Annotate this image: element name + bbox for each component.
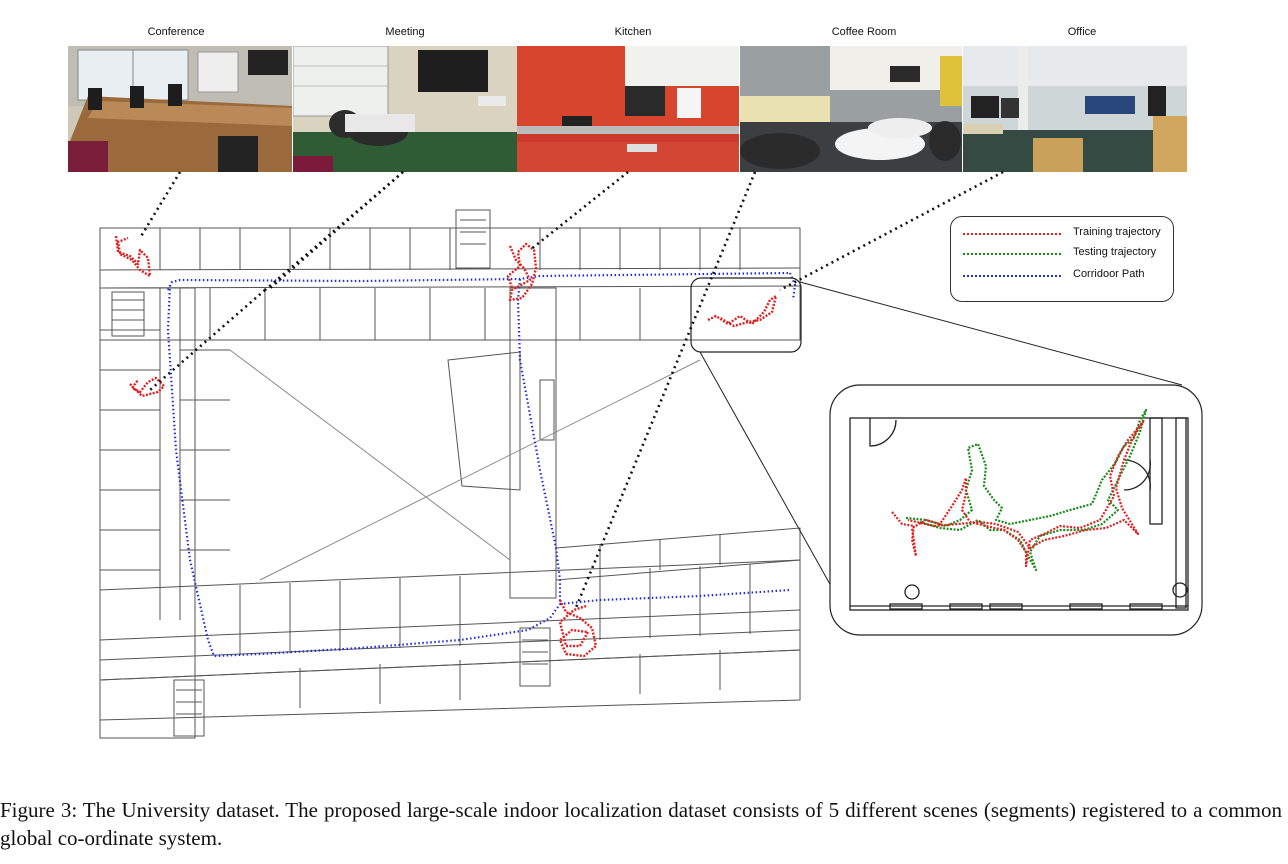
legend-item-training: Training trajectory <box>963 226 1168 242</box>
scene-label-coffee-room: Coffee Room <box>831 26 897 38</box>
legend-swatch-testing <box>963 253 1061 255</box>
office-highlight-box <box>690 277 802 353</box>
meeting-photo <box>293 46 517 172</box>
legend-label-training: Training trajectory <box>1073 226 1161 238</box>
inset-testing-trajectory <box>905 408 1148 572</box>
scene-leader-lines <box>138 170 1004 611</box>
legend-label-corridor: Corridoor Path <box>1073 268 1145 280</box>
legend-item-testing: Testing trajectory <box>963 246 1168 262</box>
scene-label-office: Office <box>1067 26 1097 38</box>
zoom-connector-bottom <box>699 351 851 621</box>
kitchen-photo <box>517 46 739 172</box>
legend: Training trajectory Testing trajectory C… <box>950 216 1174 302</box>
legend-swatch-corridor <box>963 275 1061 277</box>
zoom-inset <box>829 384 1203 636</box>
floorplan <box>99 209 801 739</box>
figure-caption: Figure 3: The University dataset. The pr… <box>0 798 1282 850</box>
scene-label-kitchen: Kitchen <box>614 26 652 38</box>
legend-label-testing: Testing trajectory <box>1073 246 1157 258</box>
conference-photo <box>68 46 292 172</box>
scene-label-conference: Conference <box>147 26 205 38</box>
floorplan-figure <box>99 170 1203 739</box>
inset-training-trajectory <box>891 418 1146 568</box>
scene-label-meeting: Meeting <box>385 26 425 38</box>
zoom-connector-top <box>799 281 1183 386</box>
office-photo <box>963 46 1187 172</box>
legend-swatch-training <box>963 233 1061 235</box>
training-trajectories <box>114 235 778 658</box>
corridor-path <box>166 271 797 658</box>
legend-item-corridor: Corridoor Path <box>963 268 1168 284</box>
coffee-room-photo <box>740 46 962 172</box>
